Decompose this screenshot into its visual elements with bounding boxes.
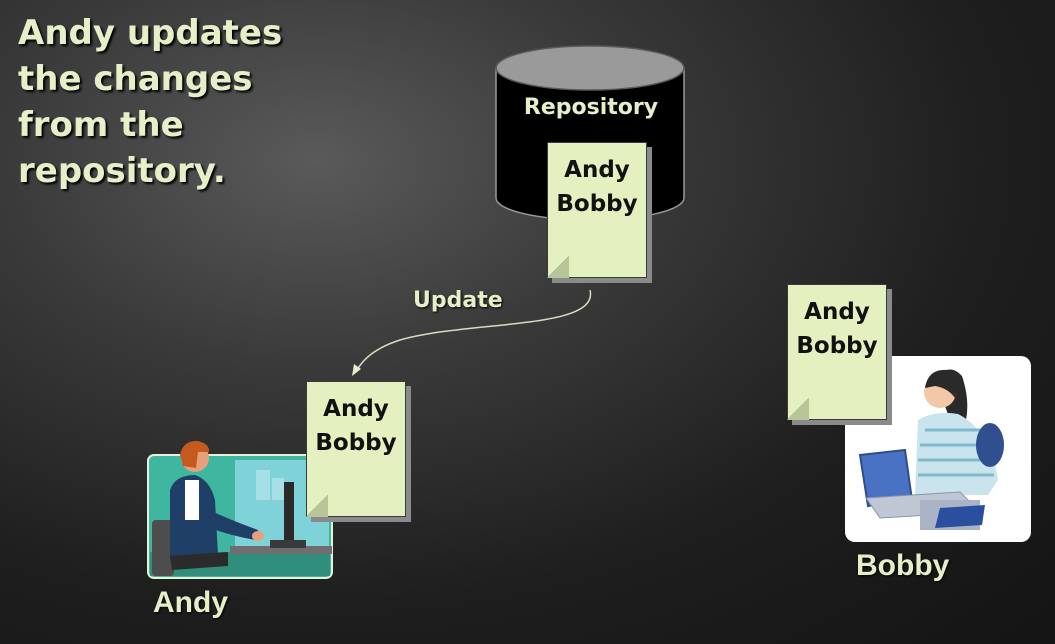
andy-doc-line-2: Bobby — [315, 430, 397, 456]
repository-doc-line-2: Bobby — [556, 191, 638, 217]
slide-title: Andy updates the changes from the reposi… — [18, 13, 283, 191]
bobby-name-label: Bobby — [856, 549, 950, 582]
bobby-doc-line-1: Andy — [804, 299, 870, 325]
andy-illustration — [147, 440, 333, 579]
bobby-document: Andy Bobby — [787, 284, 887, 420]
repository-document: Andy Bobby — [547, 142, 647, 278]
bobby-illustration — [845, 356, 1031, 542]
update-arrow-label: Update — [413, 288, 503, 313]
andy-name-label: Andy — [153, 586, 228, 619]
update-arrow — [352, 289, 592, 376]
andy-doc-line-1: Andy — [323, 396, 389, 422]
arrowhead-icon — [352, 364, 361, 376]
repository-doc-line-1: Andy — [564, 157, 630, 183]
bobby-doc-line-2: Bobby — [796, 333, 878, 359]
repository-label: Repository — [523, 95, 659, 120]
andy-document: Andy Bobby — [306, 381, 406, 517]
